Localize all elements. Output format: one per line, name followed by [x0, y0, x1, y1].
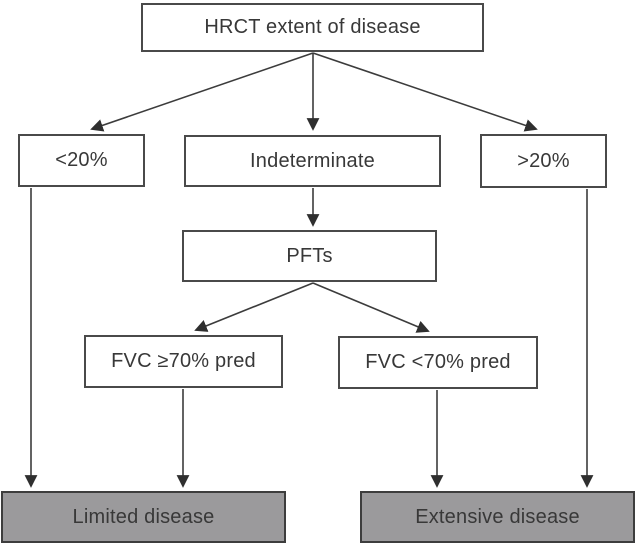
edge-pfts-to-fvclt70 [312, 282, 430, 333]
node-label: <20% [55, 149, 108, 171]
node-label: Indeterminate [250, 149, 375, 172]
node-label: Extensive disease [415, 505, 580, 528]
node-fvc-lt-70-pred: FVC <70% pred [338, 336, 538, 389]
node-limited-disease: Limited disease [1, 491, 286, 543]
node-pfts: PFTs [182, 230, 437, 282]
edge-pfts-to-fvcge70 [194, 282, 314, 332]
node-label: >20% [517, 149, 570, 172]
node-under-20-percent: <20% [18, 134, 145, 187]
node-label: PFTs [286, 244, 333, 267]
node-label: FVC ≥70% pred [111, 350, 256, 372]
node-label: HRCT extent of disease [204, 16, 421, 38]
node-hrct-extent-of-disease: HRCT extent of disease [141, 3, 484, 52]
edge-hrct-to-under20 [90, 52, 314, 132]
node-indeterminate: Indeterminate [184, 135, 441, 187]
edge-hrct-to-over20 [312, 52, 538, 132]
node-label: FVC <70% pred [365, 351, 511, 373]
node-over-20-percent: >20% [480, 134, 607, 188]
node-label: Limited disease [72, 505, 215, 528]
node-fvc-ge-70-pred: FVC ≥70% pred [84, 335, 283, 388]
node-extensive-disease: Extensive disease [360, 491, 635, 543]
